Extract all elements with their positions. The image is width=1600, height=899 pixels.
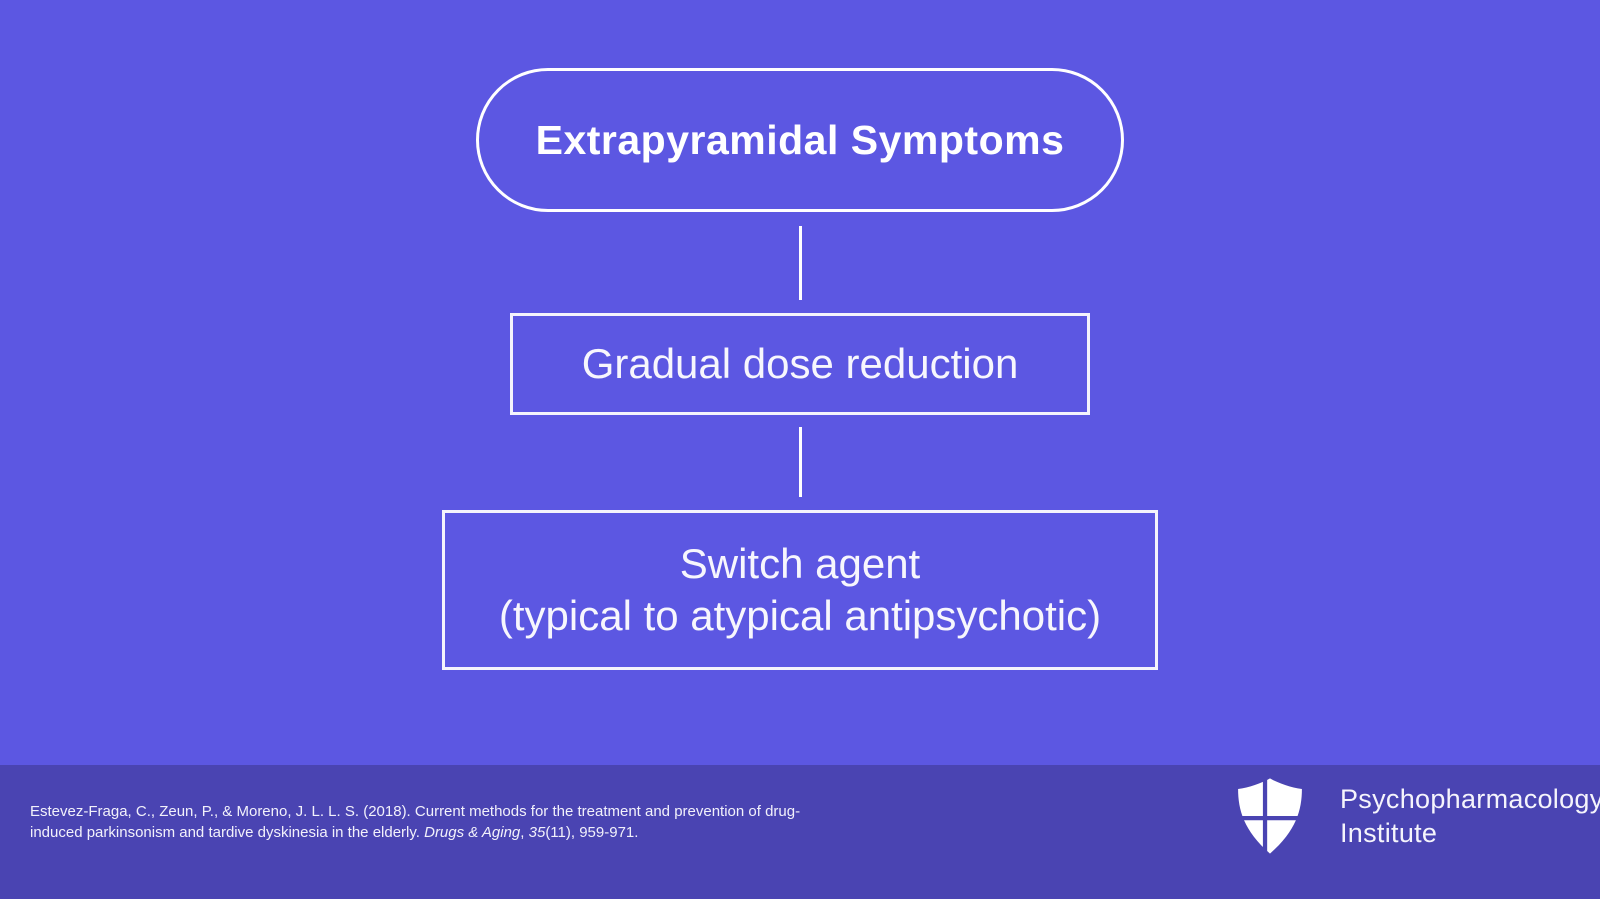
step2-label-line2: (typical to atypical antipsychotic)	[498, 592, 1102, 639]
flowchart-node-extrapyramidal-symptoms: Extrapyramidal Symptoms	[476, 68, 1124, 212]
brand-name-line2: Institute	[1340, 818, 1438, 848]
citation-text: Estevez-Fraga, C., Zeun, P., & Moreno, J…	[30, 801, 800, 843]
citation-line1: Estevez-Fraga, C., Zeun, P., & Moreno, J…	[30, 803, 801, 820]
connector-line-2	[799, 427, 802, 497]
brand-name-line1: Psychopharmacology	[1340, 784, 1600, 814]
shield-cross-icon	[1234, 777, 1306, 855]
citation-journal-name: Drugs & Aging	[424, 824, 521, 841]
step2-label-line1: Switch agent	[679, 539, 921, 587]
footer-bar: Estevez-Fraga, C., Zeun, P., & Moreno, J…	[0, 765, 1600, 899]
step1-label: Gradual dose reduction	[581, 339, 1019, 387]
flowchart-node-gradual-dose-reduction: Gradual dose reduction	[510, 313, 1090, 415]
citation-separator: ,	[520, 824, 529, 841]
citation-suffix: (11), 959-971.	[545, 824, 639, 841]
brand-logo: Psychopharmacology Institute	[1226, 777, 1600, 855]
citation-volume: 35	[528, 824, 546, 841]
connector-line-1	[799, 226, 802, 300]
citation-line2-prefix: induced parkinsonism and tardive dyskine…	[30, 824, 425, 841]
flowchart-title-label: Extrapyramidal Symptoms	[535, 116, 1065, 163]
brand-name: Psychopharmacology Institute	[1340, 782, 1600, 850]
flowchart-node-switch-agent: Switch agent (typical to atypical antips…	[442, 510, 1158, 670]
